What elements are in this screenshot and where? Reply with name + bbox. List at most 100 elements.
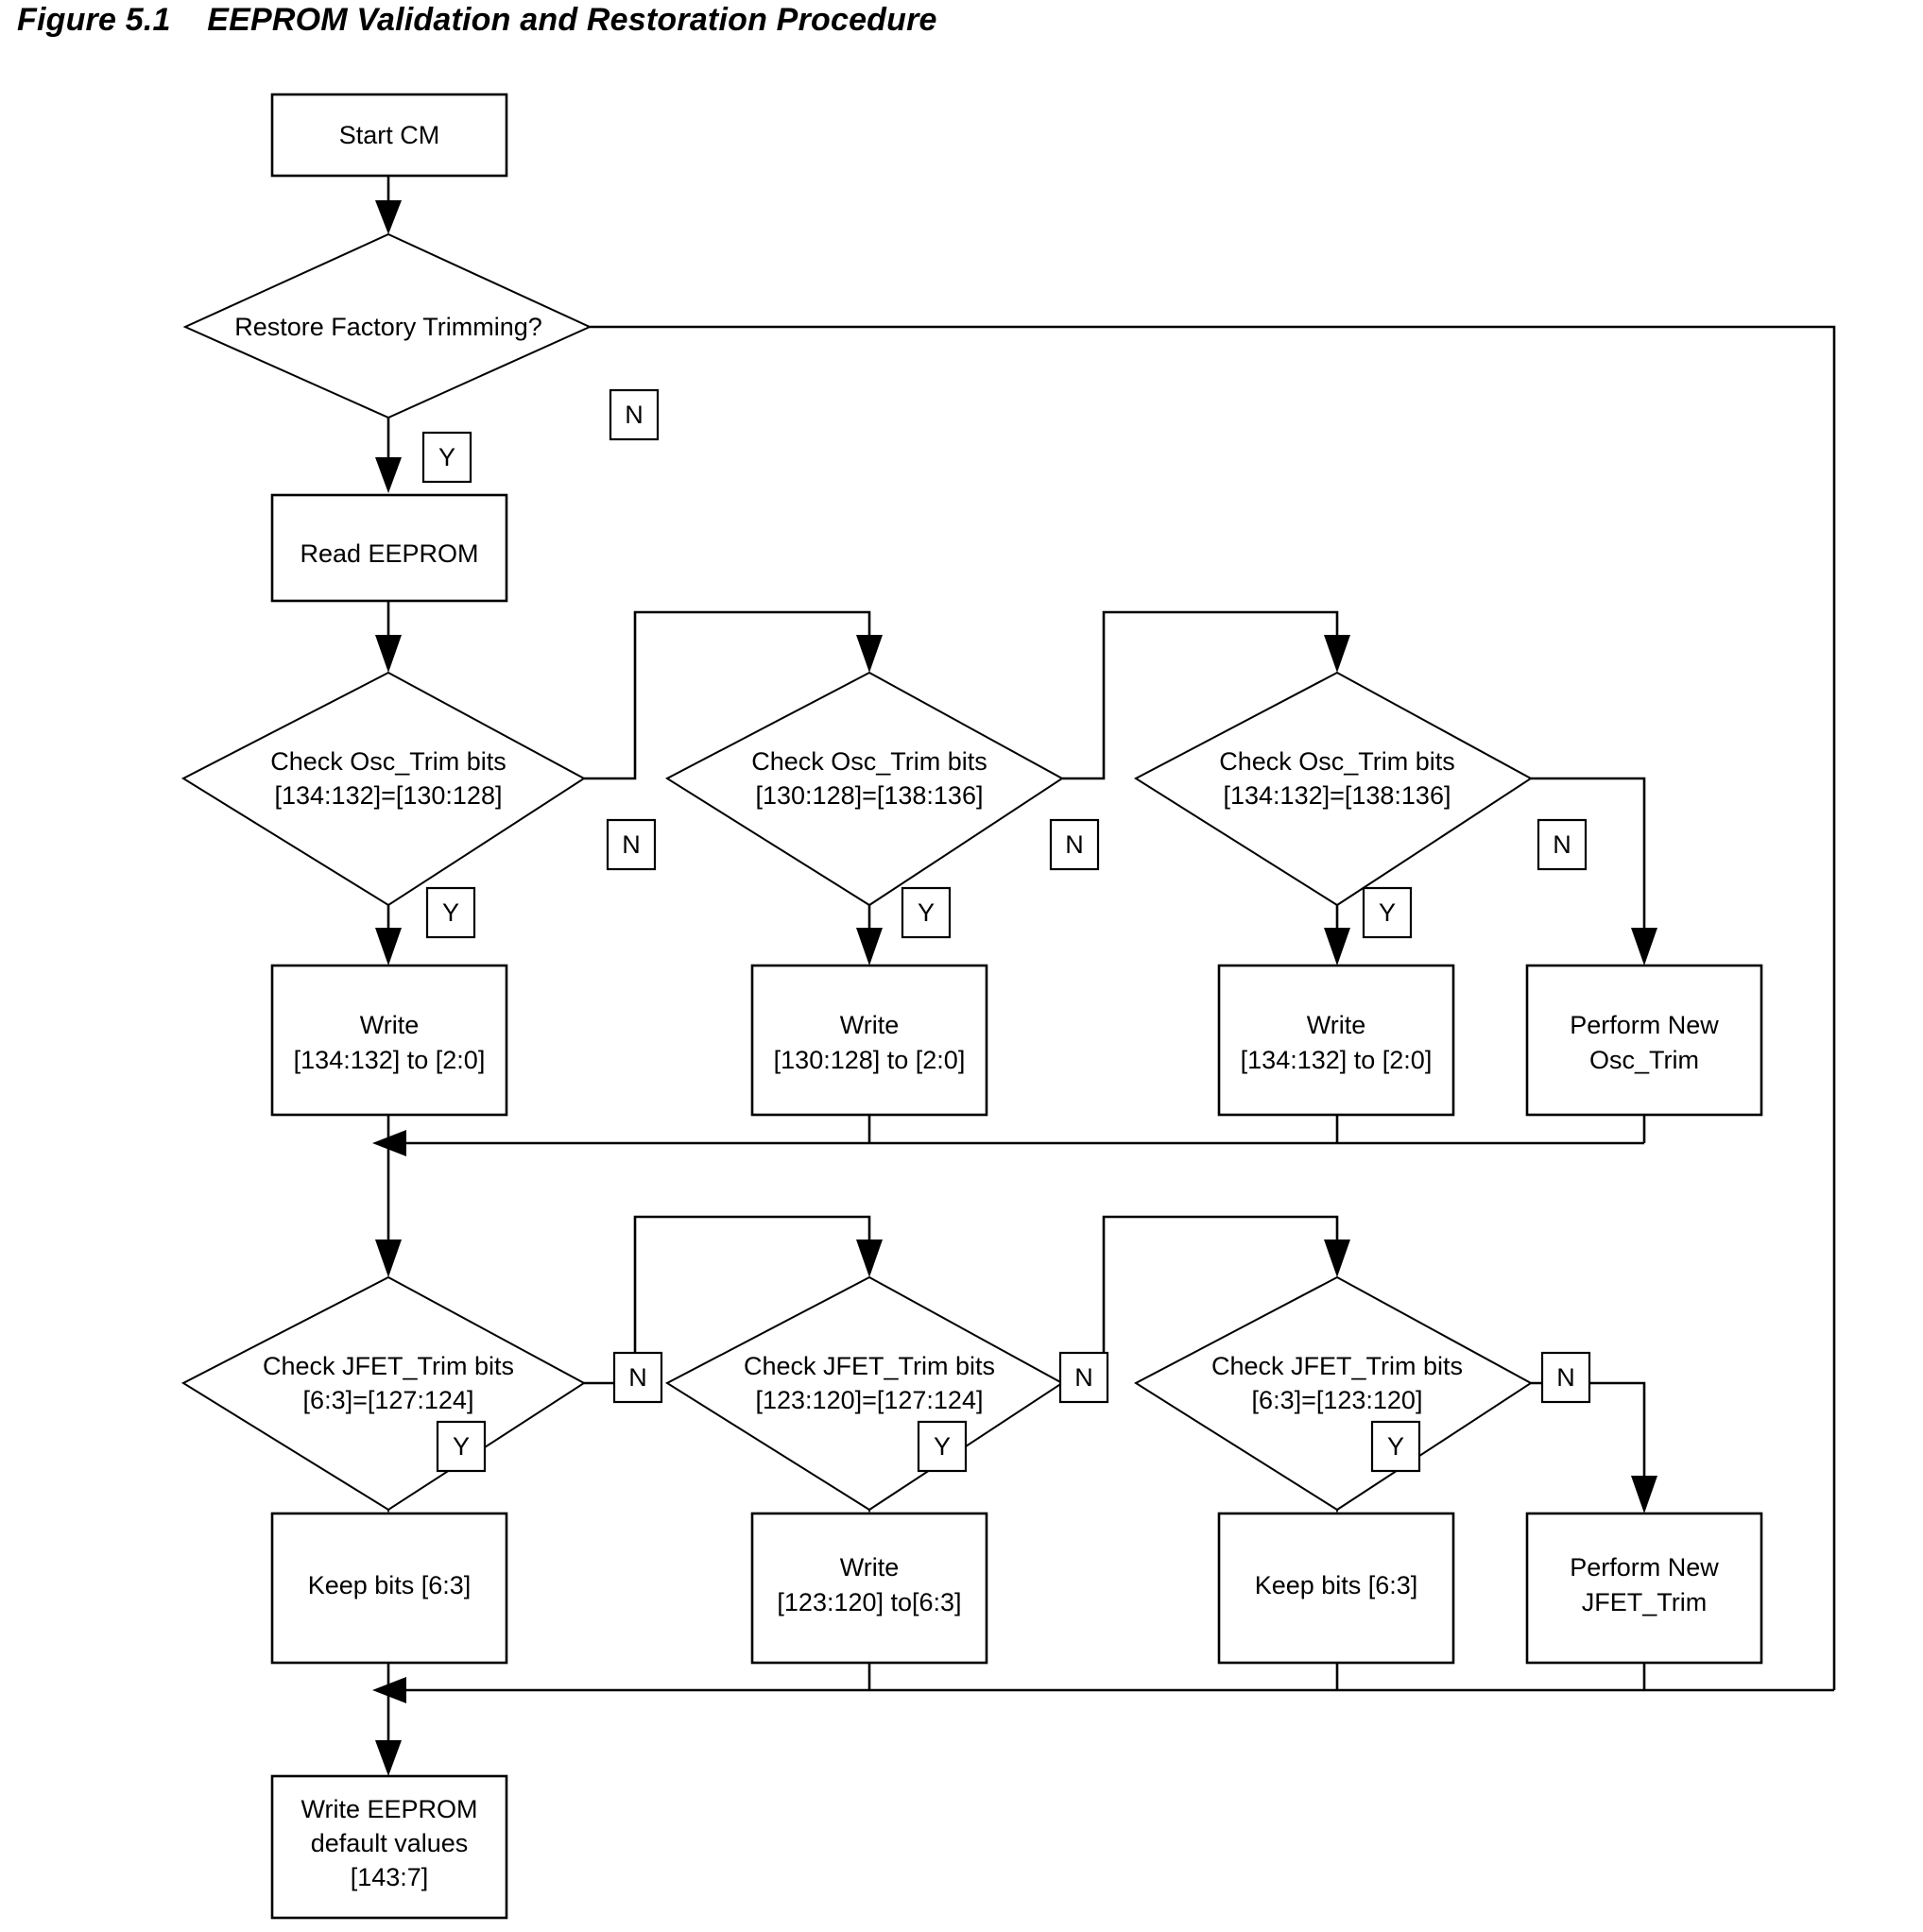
edge-label-osc3-y-text: Y [1379,898,1396,927]
arrowhead-to-writedefaults [375,1740,402,1776]
edge-label-osc2-y-text: Y [918,898,935,927]
edge-label-jfet2-n-text: N [1074,1363,1093,1392]
node-check-jfet-trim-1-line2: [6:3]=[127:124] [303,1386,474,1414]
edge-label-osc3-n-box [1537,818,1588,871]
node-write-eeprom-defaults[interactable]: Write EEPROM default values [143:7] [270,1774,508,1920]
node-check-jfet-trim-2[interactable]: Check JFET_Trim bits [123:120]=[127:124] [664,1275,1064,1512]
node-check-osc-trim-2-line1: Check Osc_Trim bits [751,747,987,776]
edge-label-jfet2-n: N [1058,1351,1109,1404]
arrowhead-oscchk3-n [1631,928,1657,966]
connector-layer [372,176,1836,1776]
edge-label-jfet2-y-box [917,1420,968,1473]
node-write-eeprom-defaults-line3: [143:7] [351,1863,429,1891]
node-write-130-128-to-2-0-line1: Write [840,1011,900,1039]
arrowhead-start-to-restore [375,200,402,234]
edge-label-jfet3-y-box [1370,1420,1421,1473]
edge-label-jfet1-n-text: N [628,1363,647,1392]
edge-label-osc3-n: N [1537,818,1588,871]
arrowhead-read-to-oscchk1 [375,635,402,673]
node-write-123-120-to-6-3-line1: Write [840,1553,900,1582]
node-check-jfet-trim-1-diamond [180,1275,586,1512]
node-write-130-128-to-2-0[interactable]: Write [130:128] to [2:0] [750,964,988,1117]
node-keep-bits-6-3-b[interactable]: Keep bits [6:3] [1217,1512,1455,1665]
edge-label-osc2-y: Y [901,886,952,939]
node-write-130-128-to-2-0-box [750,964,988,1117]
node-write-134-132-to-2-0-a-line2: [134:132] to [2:0] [294,1046,486,1074]
edge-label-restore-n-box [609,388,660,441]
node-write-134-132-to-2-0-b-line2: [134:132] to [2:0] [1241,1046,1433,1074]
edge-label-jfet3-y: Y [1370,1420,1421,1473]
edge-label-osc3-y-box [1362,886,1413,939]
node-check-jfet-trim-3-diamond [1133,1275,1533,1512]
node-perform-new-jfet-trim[interactable]: Perform New JFET_Trim [1525,1512,1763,1665]
node-perform-new-jfet-trim-line1: Perform New [1570,1553,1719,1582]
edge-label-jfet2-n-box [1058,1351,1109,1404]
edge-label-jfet3-n-text: N [1556,1363,1575,1392]
edge-label-osc1-n-box [606,818,657,871]
node-write-134-132-to-2-0-b[interactable]: Write [134:132] to [2:0] [1217,964,1455,1117]
node-check-osc-trim-1[interactable]: Check Osc_Trim bits [134:132]=[130:128] [180,671,586,907]
node-check-jfet-trim-3-line1: Check JFET_Trim bits [1211,1352,1463,1380]
node-write-123-120-to-6-3[interactable]: Write [123:120] to[6:3] [750,1512,988,1665]
node-check-jfet-trim-2-line1: Check JFET_Trim bits [744,1352,995,1380]
edge-label-jfet2-y: Y [917,1420,968,1473]
edge-label-osc3-n-text: N [1553,830,1571,859]
node-check-jfet-trim-2-diamond [664,1275,1064,1512]
arrowhead-restore-y-to-read [375,457,402,493]
node-keep-bits-6-3-b-box [1217,1512,1455,1665]
edge-label-osc3-y: Y [1362,886,1413,939]
node-check-osc-trim-3-line2: [134:132]=[138:136] [1224,781,1451,810]
node-write-130-128-to-2-0-line2: [130:128] to [2:0] [774,1046,966,1074]
edge-restore-n-bus [590,325,1836,1690]
node-check-osc-trim-1-diamond [180,671,586,907]
node-check-jfet-trim-1-line1: Check JFET_Trim bits [263,1352,514,1380]
edge-label-osc1-n-text: N [622,830,641,859]
node-start-cm-box [270,93,508,178]
edge-label-osc1-y-box [425,886,476,939]
edge-label-jfet1-y-text: Y [453,1432,470,1461]
edge-label-restore-n: N [609,388,660,441]
node-read-eeprom-label: Read EEPROM [300,539,478,568]
node-check-jfet-trim-3[interactable]: Check JFET_Trim bits [6:3]=[123:120] [1133,1275,1533,1512]
edge-oscchk2-n-to-oscchk3 [1062,610,1339,780]
node-perform-new-osc-trim-line2: Osc_Trim [1589,1046,1699,1074]
node-keep-bits-6-3-a-box [270,1512,508,1665]
node-check-osc-trim-1-line2: [134:132]=[130:128] [275,781,503,810]
node-check-osc-trim-3[interactable]: Check Osc_Trim bits [134:132]=[138:136] [1133,671,1533,907]
node-check-jfet-trim-1[interactable]: Check JFET_Trim bits [6:3]=[127:124] [180,1275,586,1512]
edge-label-restore-n-text: N [625,401,644,429]
node-check-osc-trim-2[interactable]: Check Osc_Trim bits [130:128]=[138:136] [664,671,1064,907]
edge-label-jfet2-y-text: Y [934,1432,951,1461]
node-read-eeprom-box [270,493,508,603]
node-restore-factory-trimming[interactable]: Restore Factory Trimming? [182,232,592,419]
node-read-eeprom[interactable]: Read EEPROM [270,493,508,603]
node-write-134-132-to-2-0-a-line1: Write [360,1011,420,1039]
edge-label-restore-y-box [421,431,472,484]
edge-label-jfet1-y-box [436,1420,487,1473]
arrowhead-oscchk2-y [856,928,883,966]
node-keep-bits-6-3-a[interactable]: Keep bits [6:3] [270,1512,508,1665]
arrowhead-jfetchk3-n [1631,1476,1657,1513]
arrowhead-oscchk1-y [375,928,402,966]
edge-oscchk1-n-to-oscchk2 [584,610,871,780]
node-check-osc-trim-3-diamond [1133,671,1533,907]
node-start-cm[interactable]: Start CM [270,93,508,178]
node-perform-new-osc-trim[interactable]: Perform New Osc_Trim [1525,964,1763,1117]
node-restore-factory-trimming-label: Restore Factory Trimming? [234,313,542,341]
node-write-123-120-to-6-3-box [750,1512,988,1665]
edge-label-osc2-n: N [1049,818,1100,871]
edge-label-restore-y-text: Y [438,443,455,471]
arrowhead-jfetchk1-n [856,1240,883,1277]
node-write-134-132-to-2-0-b-box [1217,964,1455,1117]
edge-label-osc2-n-box [1049,818,1100,871]
edge-label-osc1-n: N [606,818,657,871]
arrowhead-oscchk2-n [1324,635,1350,673]
arrowhead-jfetchk2-n [1324,1240,1350,1277]
node-check-osc-trim-3-line1: Check Osc_Trim bits [1219,747,1455,776]
edge-label-jfet1-n-box [612,1351,663,1404]
node-perform-new-osc-trim-box [1525,964,1763,1117]
node-write-eeprom-defaults-box [270,1774,508,1920]
node-write-134-132-to-2-0-a[interactable]: Write [134:132] to [2:0] [270,964,508,1117]
